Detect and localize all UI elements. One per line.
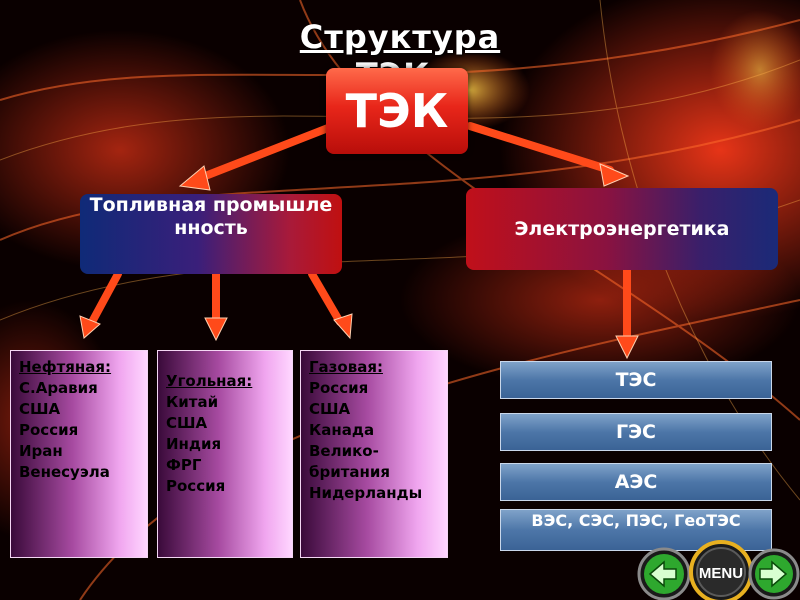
arrow-fuel-to-gas (308, 270, 344, 326)
fuel-industry-label: Топливная промышленность (89, 194, 333, 239)
arrow-tek-to-fuel (191, 124, 332, 184)
power-type-aes: АЭС (500, 463, 772, 501)
gas-country: Нидерланды (309, 484, 423, 502)
gas-category-box: Газовая: Россия США Канада Велико- брита… (300, 350, 448, 558)
fuel-industry-node: Топливная промышленность (80, 194, 342, 274)
oil-country: Венесуэла (19, 463, 110, 481)
next-button[interactable] (748, 546, 800, 600)
coal-category-box: Угольная: Китай США Индия ФРГ Россия (157, 350, 293, 558)
coal-country: Индия (166, 435, 222, 453)
arrow-right-icon (759, 560, 788, 588)
arrow-fuel-to-oil (88, 270, 122, 326)
gas-heading: Газовая: (309, 358, 383, 376)
arrow-tek-to-electric (466, 122, 614, 174)
coal-country: Китай (166, 393, 219, 411)
gas-country: Канада (309, 421, 375, 439)
gas-country: США (309, 400, 351, 418)
coal-heading: Угольная: (166, 372, 253, 390)
gas-country: Россия (309, 379, 369, 397)
prev-button[interactable] (636, 546, 692, 600)
oil-country: Россия (19, 421, 79, 439)
coal-country: США (166, 414, 208, 432)
oil-country: С.Аравия (19, 379, 98, 397)
menu-label: MENU (699, 565, 743, 582)
menu-button[interactable]: MENU (688, 538, 754, 600)
gas-country: Велико- (309, 442, 379, 460)
tek-root-node: ТЭК (326, 68, 468, 154)
electric-power-node: Электроэнергетика (466, 188, 778, 270)
power-type-ges: ГЭС (500, 413, 772, 451)
coal-country: ФРГ (166, 456, 202, 474)
oil-country: Иран (19, 442, 63, 460)
arrow-left-icon (648, 560, 677, 588)
oil-category-box: Нефтяная: С.Аравия США Россия Иран Венес… (10, 350, 148, 558)
oil-heading: Нефтяная: (19, 358, 112, 376)
coal-country: Россия (166, 477, 226, 495)
gas-country: британия (309, 463, 391, 481)
oil-country: США (19, 400, 61, 418)
power-type-tes: ТЭС (500, 361, 772, 399)
